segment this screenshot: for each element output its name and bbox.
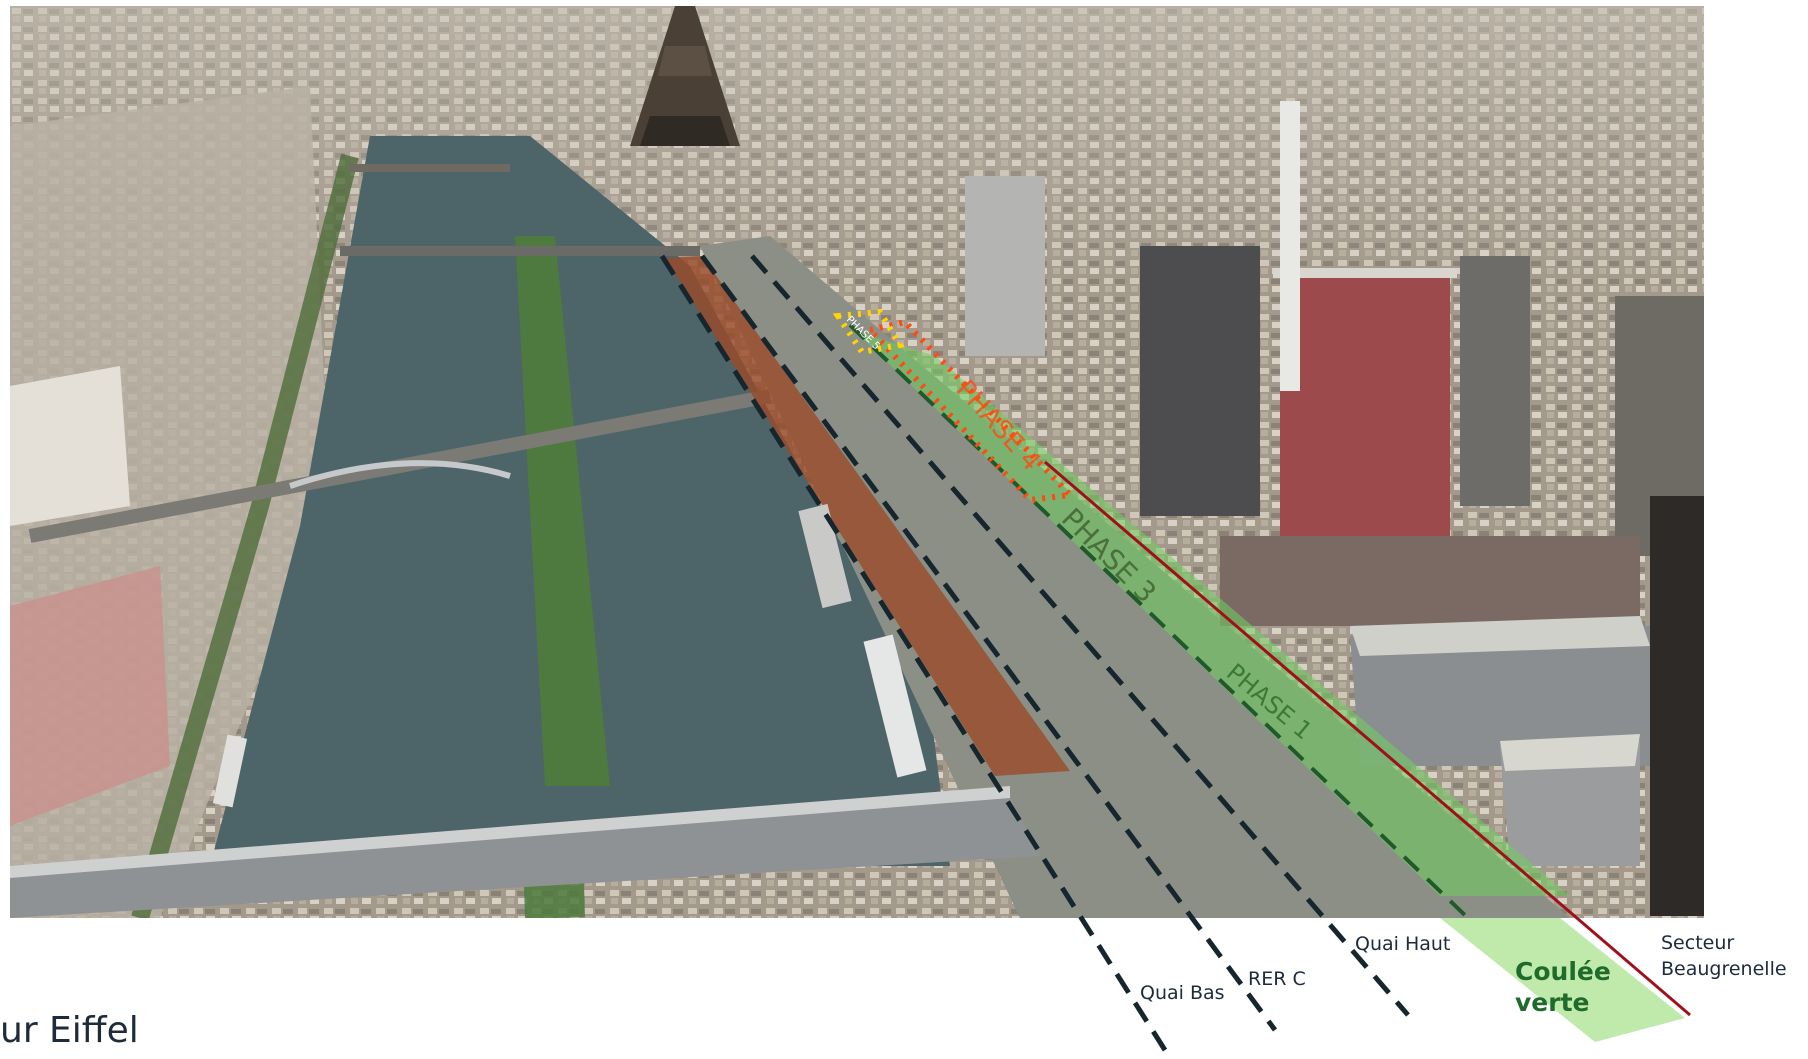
coulee-verte-zone	[855, 331, 1570, 896]
phase-1-label: PHASE 1	[1221, 658, 1317, 745]
phase-5-outline	[832, 308, 905, 356]
eiffel-tower	[630, 6, 740, 146]
secteur-beaugrenelle-line	[1044, 460, 1691, 1017]
quai-haut-line	[750, 254, 1410, 1017]
island	[515, 236, 610, 786]
tower-red	[1280, 276, 1450, 556]
label-rer-c: RER C	[1248, 968, 1306, 990]
tower-building	[1460, 256, 1530, 506]
chimney	[1280, 101, 1300, 391]
coulee-verte-legend-area	[1440, 918, 1685, 1042]
label-beaugrenelle: Beaugrenelle	[1661, 958, 1787, 980]
label-tour-eiffel: ur Eiffel	[0, 1010, 139, 1051]
label-quai-haut: Quai Haut	[1355, 933, 1451, 955]
left-building	[10, 366, 130, 526]
quai-bas-zone	[665, 256, 1070, 776]
bridge-grenelle	[10, 796, 1040, 918]
tower-building	[965, 176, 1045, 356]
label-secteur: Secteur	[1661, 932, 1735, 954]
rer-c-line	[699, 254, 1278, 1032]
label-verte: verte	[1515, 988, 1590, 1017]
tower-building	[1650, 496, 1704, 916]
coulee-verte-border	[848, 323, 1472, 922]
phase-4-label: PHASE 4	[950, 375, 1046, 477]
label-quai-bas: Quai Bas	[1140, 982, 1225, 1004]
label-coulee: Coulée	[1515, 957, 1611, 986]
tower-building	[1140, 246, 1260, 516]
beaugrenelle-mall	[1350, 626, 1650, 766]
quai-bas-line	[659, 254, 1173, 1059]
